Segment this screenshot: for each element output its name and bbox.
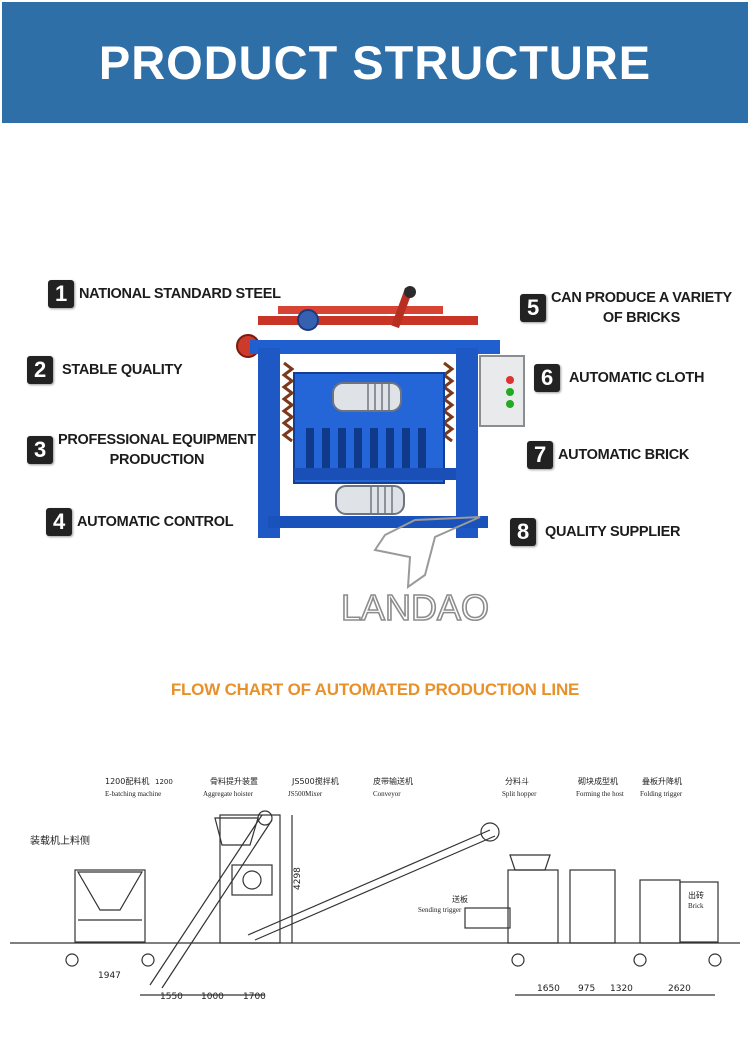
control-button-red: [506, 376, 514, 384]
dimension-1550: 1550: [160, 992, 183, 1002]
motor-top: [297, 309, 319, 331]
brick-machine-illustration: [236, 286, 525, 538]
machine-frame-top: [250, 340, 500, 354]
batching-machine: [74, 869, 146, 943]
flow-chart-title: FLOW CHART OF AUTOMATED PRODUCTION LINE: [170, 680, 580, 699]
feature-text-line2: PRODUCTION: [109, 452, 205, 468]
feature-text: PROFESSIONAL EQUIPMENT PRODUCTION: [58, 430, 256, 470]
feature-number: 7: [527, 441, 553, 469]
feature-number: 5: [520, 294, 546, 322]
forming-label-en: Forming the host: [576, 790, 624, 798]
hoister-label-en: Aggregate hoister: [203, 790, 254, 798]
machine-left-pillar: [258, 348, 280, 538]
feature-8: 8 QUALITY SUPPLIER: [510, 518, 680, 546]
split-hopper-frame: [507, 869, 559, 944]
control-box: [479, 355, 525, 427]
dimension-1947: 1947: [98, 971, 121, 981]
vibrator-motor-upper-fins: [367, 384, 390, 410]
feature-text-line1: PROFESSIONAL EQUIPMENT: [58, 432, 256, 448]
machine-lever: [391, 287, 413, 329]
sending-label-en: Sending trigger: [418, 906, 462, 914]
hoister-incline: [149, 814, 263, 986]
brick-label-cn: 出砖: [688, 890, 704, 900]
dimension-1700: 1700: [243, 992, 266, 1002]
feature-number: 6: [534, 364, 560, 392]
landao-logo: LANDAO: [340, 516, 490, 629]
dimension-1000: 1000: [201, 992, 224, 1002]
hoister-label-cn: 骨料提升装置: [210, 776, 258, 786]
sending-trigger: [464, 907, 511, 929]
feature-text: NATIONAL STANDARD STEEL: [79, 286, 281, 302]
batching-label-num: 1200: [155, 778, 173, 786]
wheel: [65, 953, 79, 967]
batching-hopper: [76, 871, 144, 911]
feature-number: 8: [510, 518, 536, 546]
production-line-diagram: 1200配料机 1200 E-batching machine 装载机上料侧 骨…: [10, 776, 740, 1002]
batching-label-en: E-batching machine: [105, 790, 161, 798]
machine-top-rail: [258, 316, 478, 325]
dimension-1320: 1320: [610, 984, 633, 994]
split-hopper: [509, 854, 551, 871]
feature-text: AUTOMATIC BRICK: [558, 447, 690, 463]
sending-label-cn: 送板: [452, 894, 468, 904]
conveyor-belt: [247, 829, 491, 936]
feature-5: 5 CAN PRODUCE A VARIETY OF BRICKS: [520, 288, 732, 328]
feature-1: 1 NATIONAL STANDARD STEEL: [48, 280, 281, 308]
conveyor-label-cn: 皮带输送机: [373, 776, 413, 786]
logo-mark: [373, 516, 481, 590]
feature-text-line2: OF BRICKS: [602, 310, 680, 326]
feature-7: 7 AUTOMATIC BRICK: [527, 441, 689, 469]
dimension-2620: 2620: [668, 984, 691, 994]
forming-host: [569, 869, 616, 944]
folding-label-cn: 叠板升降机: [642, 776, 682, 786]
conveyor-label-en: Conveyor: [373, 790, 401, 798]
vibrator-motor-lower-fins: [370, 487, 393, 513]
control-button-green: [506, 388, 514, 396]
feature-text: QUALITY SUPPLIER: [545, 524, 681, 540]
mixer-body: [231, 864, 273, 896]
dimension-975: 975: [578, 984, 595, 994]
feature-number: 3: [27, 436, 53, 464]
feature-4: 4 AUTOMATIC CONTROL: [46, 508, 234, 536]
brick-output: [679, 881, 719, 943]
feature-text: AUTOMATIC CLOTH: [569, 370, 705, 386]
control-button-green-2: [506, 400, 514, 408]
feature-number: 1: [48, 280, 74, 308]
forming-label-cn: 砌块成型机: [578, 776, 618, 786]
machine-right-pillar: [456, 348, 478, 538]
feature-6: 6 AUTOMATIC CLOTH: [534, 364, 704, 392]
hopper-label-cn: 分料斗: [505, 776, 529, 786]
dimension-4298: 4298: [293, 867, 303, 890]
machine-top-rail-upper: [278, 306, 443, 314]
header-banner: PRODUCT STRUCTURE: [2, 2, 748, 123]
feature-text-line1: CAN PRODUCE A VARIETY: [551, 290, 732, 306]
machine-mid-beam: [294, 468, 456, 480]
batching-label-cn: 1200配料机: [105, 776, 149, 786]
feature-number: 2: [27, 356, 53, 384]
folding-trigger: [639, 879, 681, 944]
dimension-1650: 1650: [537, 984, 560, 994]
feature-text: STABLE QUALITY: [62, 362, 183, 378]
feature-2: 2 STABLE QUALITY: [27, 356, 183, 384]
loader-label: 装载机上料侧: [30, 834, 90, 847]
feature-text: CAN PRODUCE A VARIETY OF BRICKS: [551, 288, 732, 328]
wheel: [141, 953, 155, 967]
feature-number: 4: [46, 508, 72, 536]
brick-label-en: Brick: [688, 902, 704, 910]
feature-text: AUTOMATIC CONTROL: [77, 514, 234, 530]
mixer-label-cn: JS500搅拌机: [291, 776, 339, 786]
lever-knob: [404, 286, 416, 298]
folding-label-en: Folding trigger: [640, 790, 683, 798]
machine-springs: [281, 361, 455, 443]
feature-3: 3 PROFESSIONAL EQUIPMENT PRODUCTION: [27, 430, 256, 470]
conveyor-drum: [480, 822, 500, 842]
hopper-label-en: Split hopper: [502, 790, 537, 798]
page-title: PRODUCT STRUCTURE: [98, 36, 652, 89]
logo-text: LANDAO: [341, 587, 489, 628]
hoister-hopper: [214, 817, 259, 846]
mixer-label-en: JS500Mixer: [288, 790, 323, 798]
mould-slots: [306, 428, 426, 468]
aggregate-hoister-tower: [219, 814, 281, 944]
